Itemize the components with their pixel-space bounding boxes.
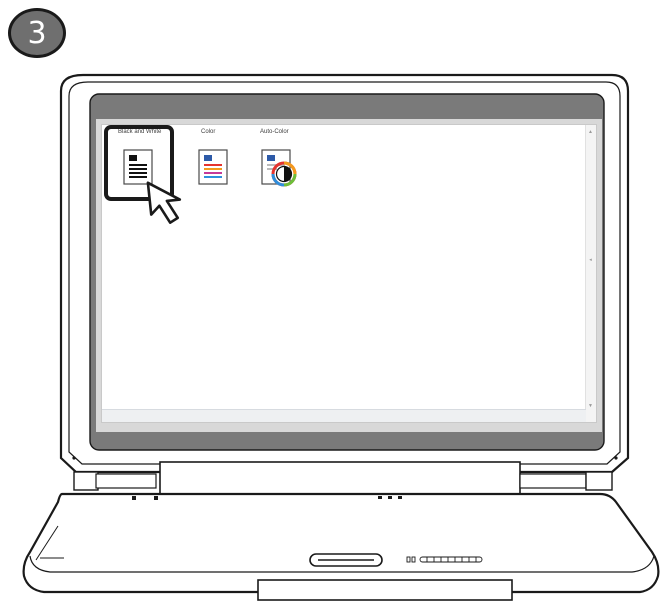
scroll-thumb-icon[interactable]: ◂: [588, 258, 593, 262]
scroll-down-arrow-icon[interactable]: ▼: [588, 404, 593, 408]
window-status-strip: [102, 409, 586, 422]
mode-label-auto-color: Auto-Color: [260, 129, 289, 135]
color-document-icon[interactable]: [198, 149, 228, 185]
auto-color-document-icon[interactable]: [261, 149, 301, 189]
vertical-scrollbar[interactable]: ▲ ◂ ▼: [585, 125, 596, 422]
mode-label-color: Color: [201, 129, 215, 135]
scroll-up-arrow-icon[interactable]: ▲: [588, 130, 593, 134]
mouse-pointer-icon: [146, 177, 198, 233]
print-mode-window: Black and White Color Auto-Color: [101, 124, 597, 423]
